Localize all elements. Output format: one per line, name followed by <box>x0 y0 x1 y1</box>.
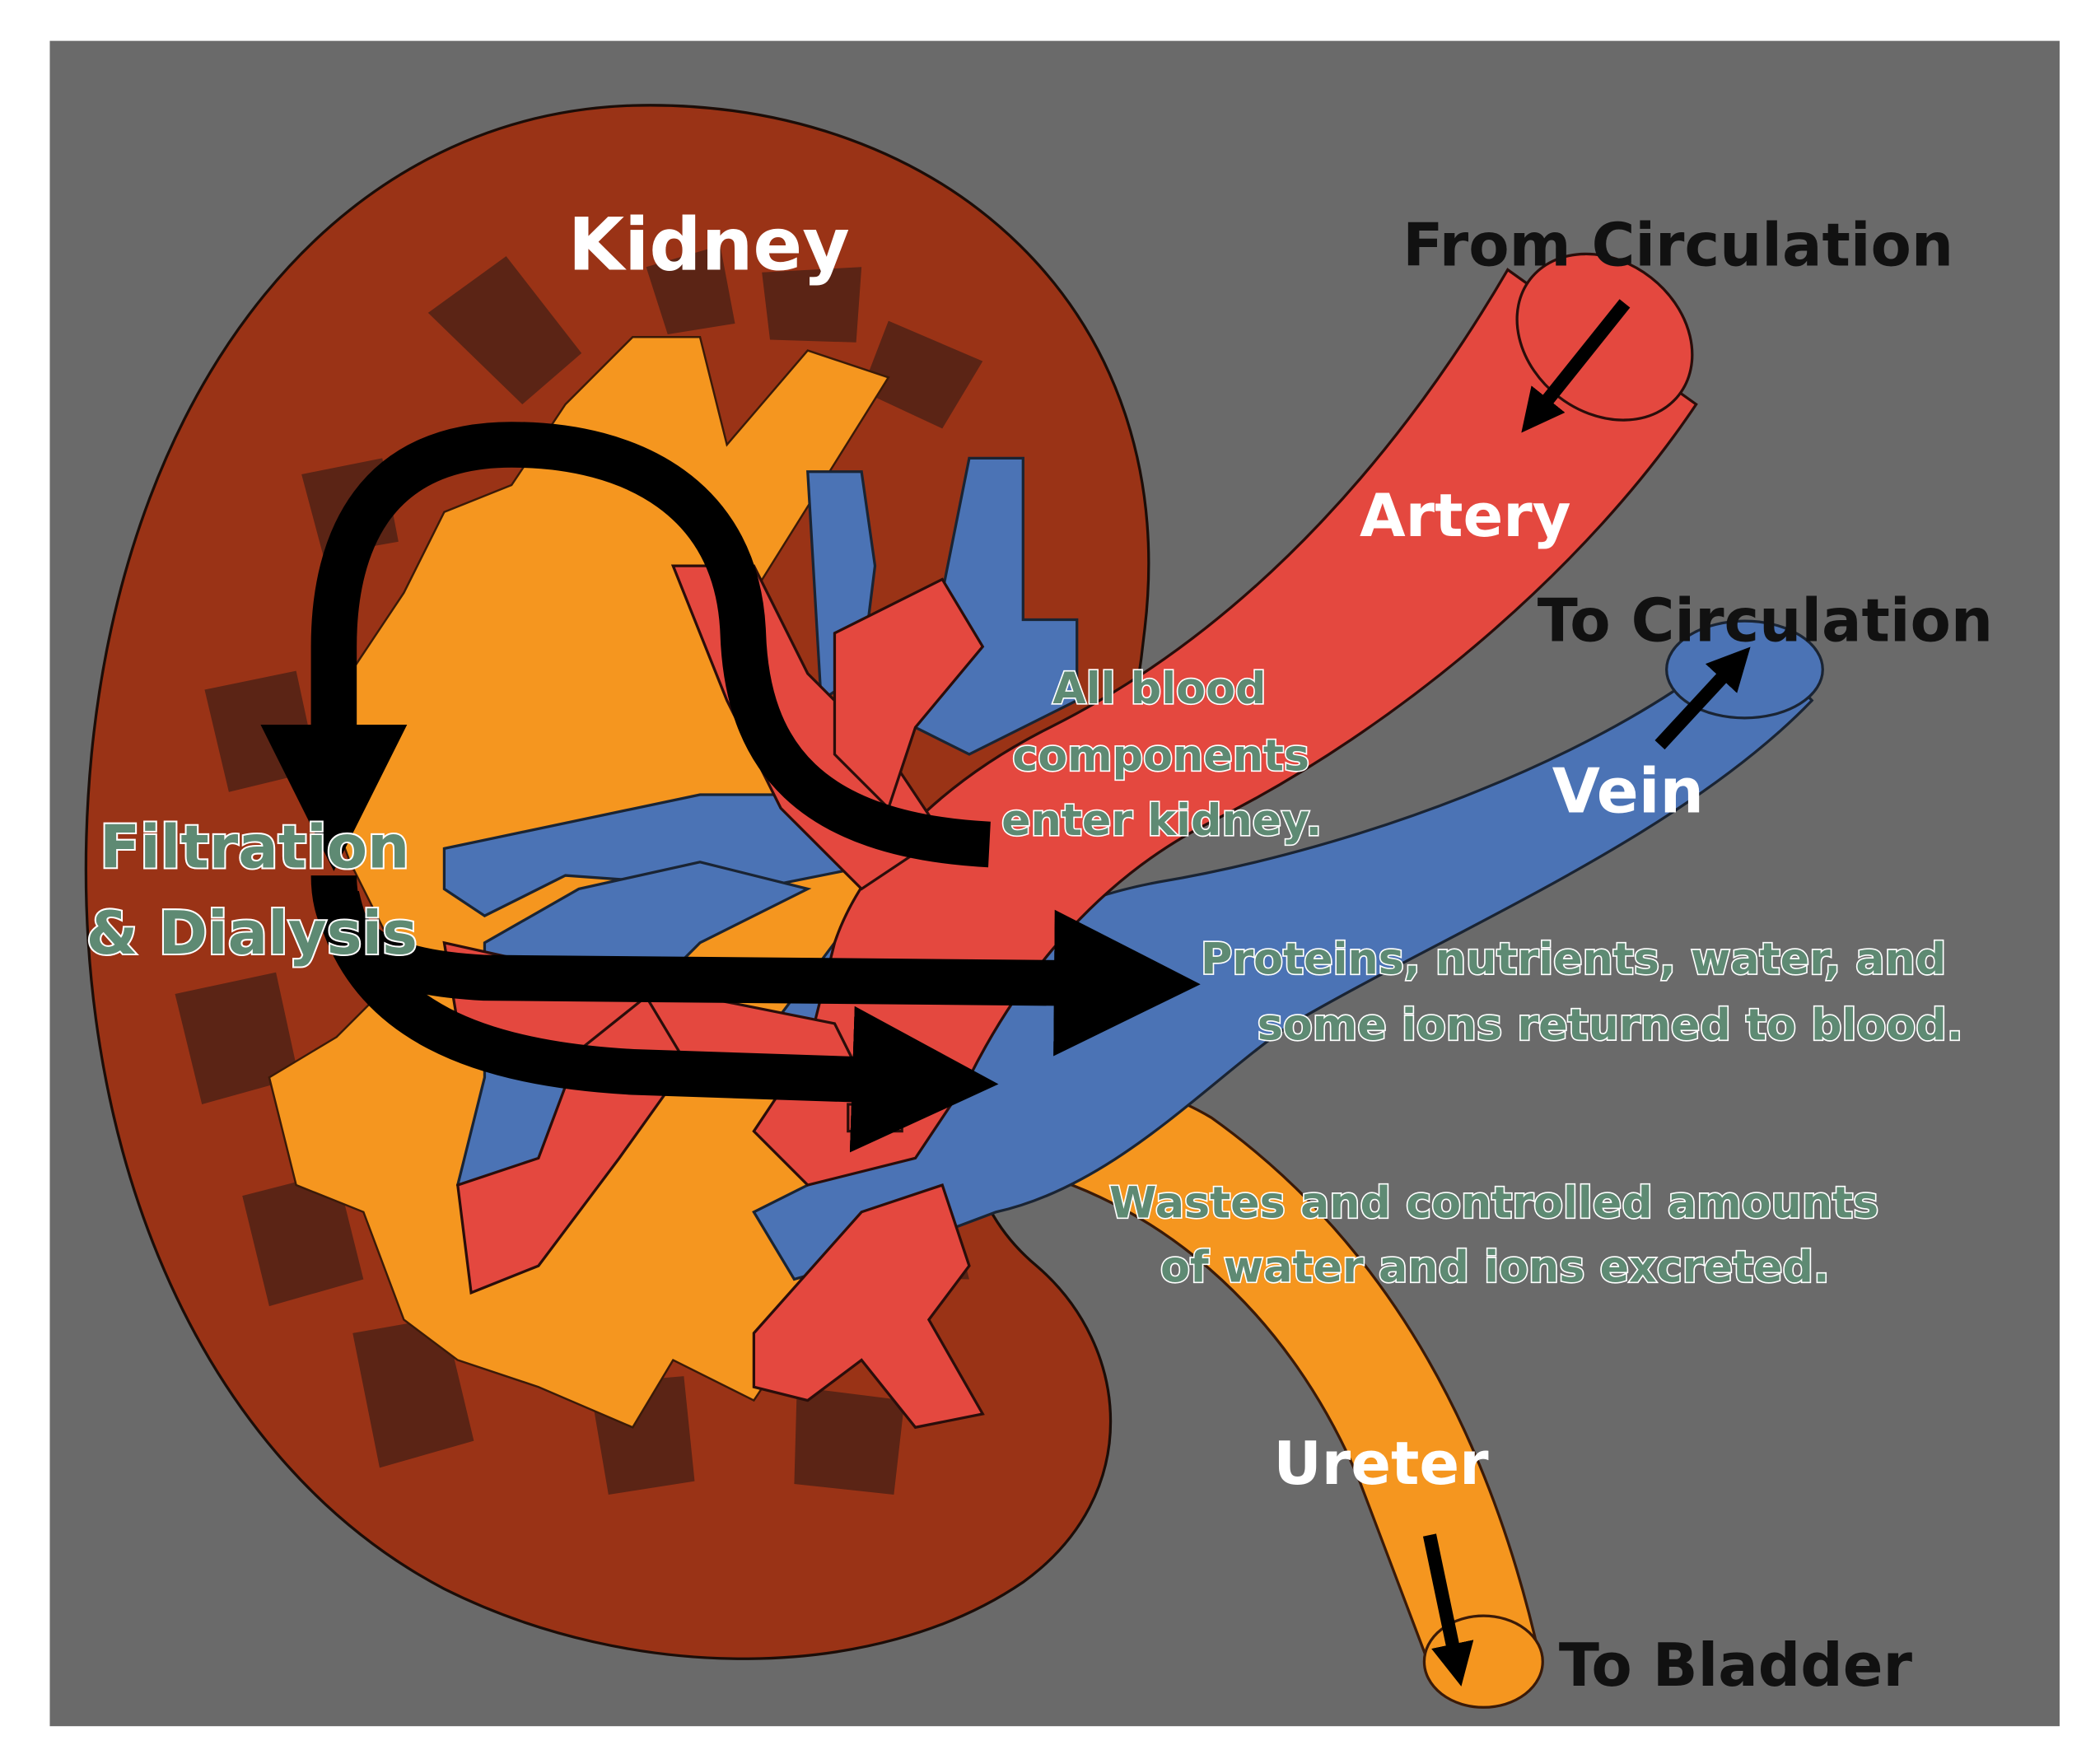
ureter-opening <box>1422 1614 1544 1709</box>
direction-arrows <box>1422 299 1751 1687</box>
flow-arrow-excreted <box>314 890 999 1153</box>
label-to-bladder: To Bladder <box>1559 1631 1913 1700</box>
label-filtration-line-1: Filtration <box>100 812 409 881</box>
label-all-blood-components: All blood components enter kidney. <box>1001 662 1323 847</box>
label-filtration-line-2: & Dialysis <box>86 898 418 968</box>
flow-arrows <box>260 422 1201 1153</box>
label-from-circulation: From Circulation <box>1402 211 1953 280</box>
label-wastes-line-2: of water and ions excreted. <box>1160 1243 1830 1293</box>
arrow-to-bladder <box>1422 1533 1474 1687</box>
label-all-blood-line-3: enter kidney. <box>1001 796 1322 846</box>
label-all-blood-line-2: components <box>1012 731 1309 782</box>
label-proteins-returned: Proteins, nutrients, water, and some ion… <box>1199 933 1964 1052</box>
label-proteins-line-2: some ions returned to blood. <box>1258 1001 1963 1051</box>
label-artery: Artery <box>1360 481 1571 550</box>
label-kidney: Kidney <box>568 203 850 287</box>
label-filtration-dialysis: Filtration & Dialysis <box>85 810 419 969</box>
arrow-out-of-vein <box>1654 646 1751 750</box>
label-vein: Vein <box>1552 754 1704 827</box>
arrow-into-artery <box>1521 299 1631 433</box>
flow-arrow-filtration-loop <box>260 422 991 871</box>
label-to-circulation: To Circulation <box>1538 586 1993 656</box>
label-wastes-line-1: Wastes and controlled amounts <box>1109 1178 1878 1228</box>
label-proteins-line-1: Proteins, nutrients, water, and <box>1201 934 1946 984</box>
label-ureter: Ureter <box>1273 1429 1489 1498</box>
label-wastes-excreted: Wastes and controlled amounts of water a… <box>1108 1177 1880 1295</box>
label-all-blood-line-1: All blood <box>1052 664 1266 714</box>
